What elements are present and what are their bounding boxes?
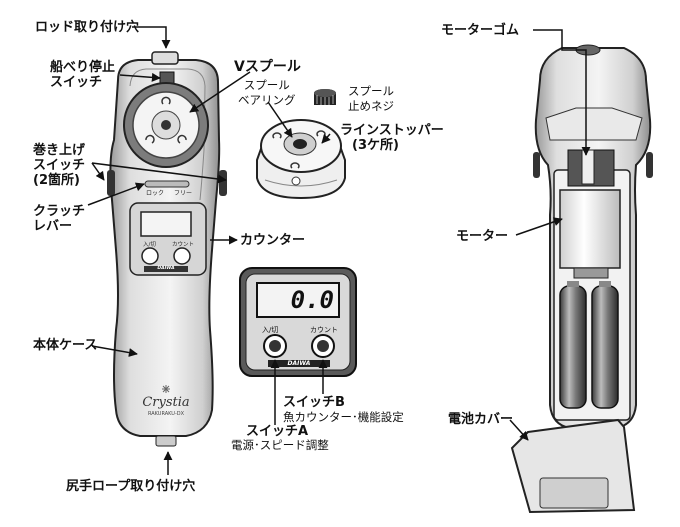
small-btn-count-text: カウント [172, 242, 195, 248]
btn-power-text: 入/切 [262, 326, 279, 334]
label-winding-line3: (2箇所) [33, 173, 80, 188]
brand-logo: Crystia [142, 395, 190, 410]
label-tail-rope-hole: 尻手ロープ取り付け穴 [66, 479, 196, 494]
label-switch-b-desc: 魚カウンター･機能設定 [283, 410, 404, 424]
clutch-free-text: フリー [174, 190, 193, 197]
label-rod-hole: ロッド取り付け穴 [35, 20, 140, 35]
label-spool-bearing: スプール ベアリング [238, 78, 296, 108]
label-switch-a: スイッチA [246, 424, 309, 439]
counter-display-value: 0.0 [290, 286, 334, 314]
label-spool-bearing-line1: スプール [243, 78, 290, 92]
label-line-stopper-line1: ラインストッパー [340, 123, 444, 138]
label-tilt-stop-line2: スイッチ [50, 75, 103, 90]
label-winding-line2: スイッチ [33, 158, 86, 173]
spool-detached [256, 119, 346, 200]
label-tilt-stop-line1: 船べり停止 [50, 60, 116, 75]
label-winding-line1: 巻き上げ [33, 143, 86, 158]
label-body-case: 本体ケース [33, 338, 98, 353]
model-name: RAKURAKU-DX [147, 411, 185, 417]
label-clutch-lever: クラッチ レバー [33, 204, 85, 234]
label-clutch-line2: レバー [33, 219, 73, 234]
main-body-back [510, 44, 653, 514]
label-spool-screw-line1: スプール [348, 84, 394, 98]
label-motor-rubber: モーターゴム [441, 23, 520, 38]
main-body-front [107, 51, 227, 447]
btn-count-text: カウント [310, 326, 338, 334]
counter-enlarged [239, 267, 357, 377]
label-spool-screw: スプール 止めネジ [348, 84, 394, 114]
label-tilt-stop: 船べり停止 スイッチ [50, 60, 115, 90]
small-counter-brand: DAIWA [157, 266, 175, 271]
counter-brand: DAIWA [287, 360, 311, 367]
label-spool-screw-line2: 止めネジ [348, 99, 394, 113]
leader-lines [87, 26, 591, 475]
label-line-stopper-line2: (3ケ所) [352, 138, 399, 153]
label-winding-switch: 巻き上げ スイッチ (2箇所) [33, 143, 85, 188]
clutch-lock-text: ロック [146, 190, 165, 197]
label-line-stopper: ラインストッパー (3ケ所) [340, 123, 444, 153]
label-switch-a-desc: 電源･スピード調整 [231, 438, 329, 452]
small-btn-power-text: 入/切 [143, 242, 156, 248]
label-spool-bearing-line2: ベアリング [238, 93, 296, 107]
label-battery-cover: 電池カバー [448, 412, 514, 427]
label-motor: モーター [456, 229, 509, 244]
label-v-spool: Vスプール [234, 59, 301, 75]
label-counter: カウンター [240, 233, 306, 248]
spool-screw [314, 89, 336, 105]
label-switch-b: スイッチB [283, 395, 345, 410]
label-clutch-line1: クラッチ [33, 204, 86, 219]
